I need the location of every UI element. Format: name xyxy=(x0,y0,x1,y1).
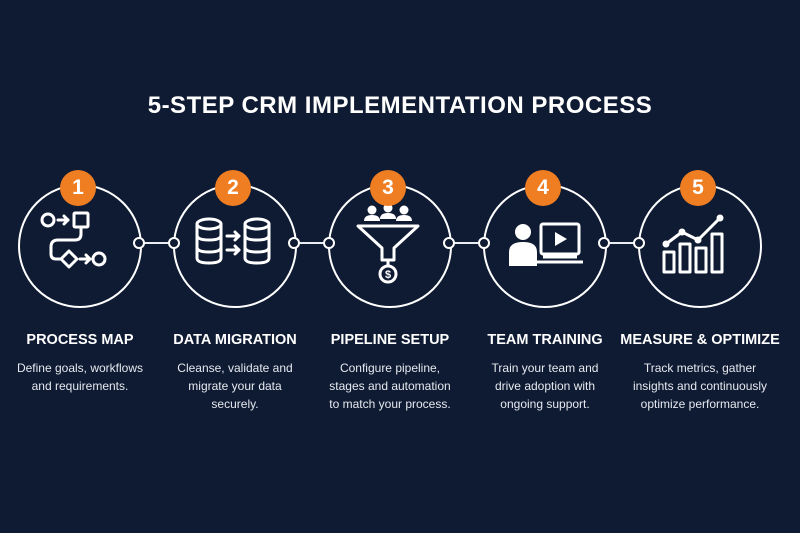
step-description: Configure pipeline, stages and automatio… xyxy=(310,359,470,413)
desc-line: insights and continuously xyxy=(632,379,768,393)
connector-node xyxy=(598,237,610,249)
step-description: Track metrics, gather insights and conti… xyxy=(620,359,780,413)
step-description: Train your team and drive adoption with … xyxy=(465,359,625,413)
connector-node xyxy=(323,237,335,249)
connector-node xyxy=(133,237,145,249)
step-4: 4 TEAM TRAINING Train your team and driv… xyxy=(465,170,625,430)
connector-node xyxy=(478,237,490,249)
connector-node xyxy=(443,237,455,249)
desc-line: Train your team and xyxy=(491,361,599,375)
step-number-badge: 2 xyxy=(215,170,251,206)
desc-line: Cleanse, validate and xyxy=(177,361,293,375)
step-title: TEAM TRAINING xyxy=(487,332,603,348)
desc-line: and requirements. xyxy=(31,379,129,393)
step-title: PIPELINE SETUP xyxy=(330,332,450,348)
step-3: $ 3 PIPELINE SETUP Configure pipeline, s… xyxy=(310,170,470,430)
step-title: PROCESS MAP xyxy=(26,332,134,348)
desc-line: Track metrics, gather xyxy=(643,361,757,375)
database-transfer-icon xyxy=(193,204,273,284)
step-number-badge: 4 xyxy=(525,170,561,206)
process-flow-icon xyxy=(38,204,118,284)
connector-node xyxy=(288,237,300,249)
video-training-icon xyxy=(503,204,583,284)
svg-text:$: $ xyxy=(385,269,391,281)
growth-chart-icon xyxy=(658,204,738,284)
step-2: 2 DATA MIGRATION Cleanse, validate and m… xyxy=(155,170,315,430)
step-number-badge: 3 xyxy=(370,170,406,206)
step-title: DATA MIGRATION xyxy=(173,332,297,348)
step-description: Define goals, workflows and requirements… xyxy=(0,359,160,395)
connector-node xyxy=(633,237,645,249)
step-5: 5 MEASURE & OPTIMIZE Track metrics, gath… xyxy=(620,170,780,430)
step-number-badge: 5 xyxy=(680,170,716,206)
step-description: Cleanse, validate and migrate your data … xyxy=(155,359,315,413)
page-title: 5-STEP CRM IMPLEMENTATION PROCESS xyxy=(147,92,653,119)
step-title: MEASURE & OPTIMIZE xyxy=(620,332,780,348)
desc-line: migrate your data xyxy=(188,379,282,393)
connector-node xyxy=(168,237,180,249)
desc-line: Define goals, workflows xyxy=(16,361,144,375)
desc-line: optimize performance. xyxy=(640,397,760,411)
desc-line: to match your process. xyxy=(329,397,451,411)
step-1: 1 PROCESS MAP Define goals, workflows an… xyxy=(0,170,160,430)
desc-line: Configure pipeline, xyxy=(339,361,441,375)
desc-line: ongoing support. xyxy=(500,397,590,411)
desc-line: securely. xyxy=(211,397,259,411)
desc-line: drive adoption with xyxy=(494,379,596,393)
step-number-badge: 1 xyxy=(60,170,96,206)
sales-funnel-icon: $ xyxy=(348,204,428,284)
desc-line: stages and automation xyxy=(329,379,451,393)
